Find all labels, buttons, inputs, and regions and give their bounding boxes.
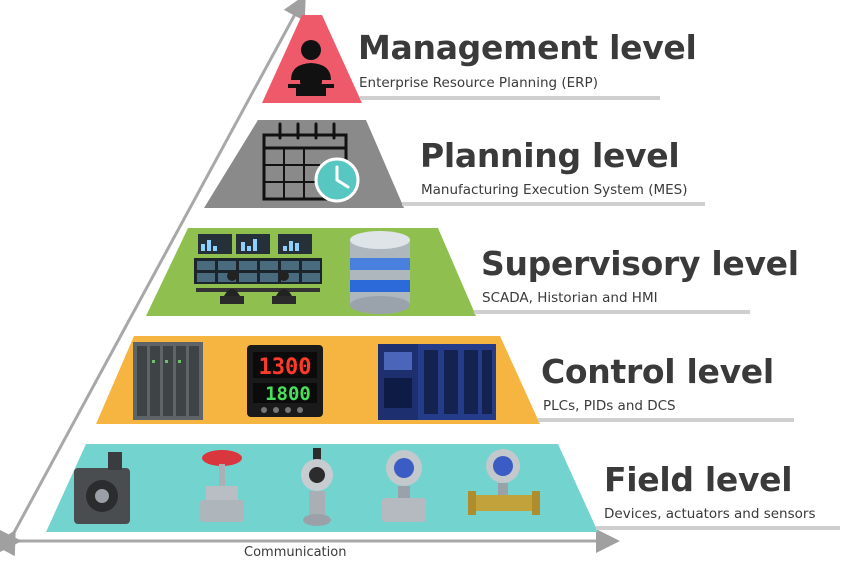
planning-underline bbox=[402, 202, 705, 206]
calendar-clock-icon bbox=[262, 122, 360, 203]
supervisory-underline bbox=[474, 310, 750, 314]
management-underline bbox=[360, 96, 660, 100]
control-level-title: Control level bbox=[541, 352, 774, 391]
management-level-subtitle: Enterprise Resource Planning (ERP) bbox=[359, 75, 598, 91]
control-underline bbox=[538, 418, 794, 422]
communication-axis-label: Communication bbox=[244, 545, 347, 560]
pid-pv-readout: 1300 bbox=[259, 355, 312, 380]
management-level-title: Management level bbox=[358, 28, 697, 67]
field-level-subtitle: Devices, actuators and sensors bbox=[604, 506, 816, 522]
supervisory-level-title: Supervisory level bbox=[481, 244, 799, 283]
planning-level-title: Planning level bbox=[420, 136, 680, 175]
control-level-subtitle: PLCs, PIDs and DCS bbox=[543, 398, 676, 414]
pid-sv-readout: 1800 bbox=[265, 383, 311, 405]
field-underline bbox=[596, 526, 840, 530]
communication-axis bbox=[0, 0, 620, 557]
planning-level-subtitle: Manufacturing Execution System (MES) bbox=[421, 182, 688, 198]
manager-at-laptop-icon bbox=[288, 40, 334, 96]
control-room-and-database-icon bbox=[194, 231, 410, 314]
field-level-title: Field level bbox=[604, 460, 793, 499]
supervisory-level-subtitle: SCADA, Historian and HMI bbox=[482, 290, 658, 306]
plc-pid-controller-icon bbox=[133, 342, 496, 420]
motor-valve-sensor-icon bbox=[74, 448, 540, 526]
